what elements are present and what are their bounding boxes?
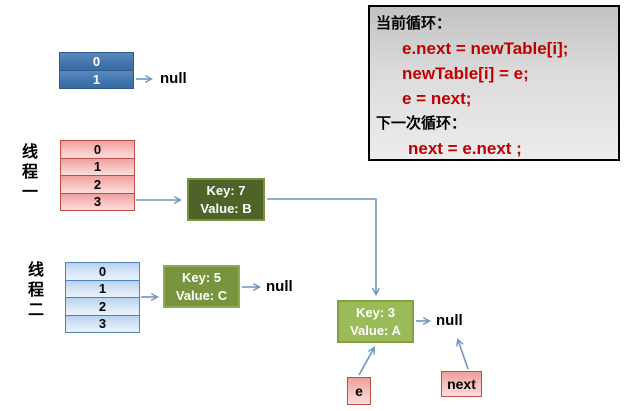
thread2-label: 线 程 二	[26, 261, 46, 321]
thread2-table-cell-1: 1	[65, 279, 140, 298]
code-line-newtable-assign: newTable[i] = e;	[402, 64, 529, 83]
code-line-enext-assign: e.next = newTable[i];	[402, 39, 569, 58]
thread2-table-cell-2: 2	[65, 297, 140, 316]
node-key7-key: Key: 7	[206, 182, 246, 198]
top-table: 0 1	[59, 52, 134, 89]
null-label-after-key3: null	[436, 312, 463, 329]
thread2-table: 0 1 2 3	[65, 262, 140, 333]
node-key3-key: Key: 3	[355, 304, 396, 320]
thread2-table-cell-3: 3	[65, 314, 140, 333]
code-line-current-loop-header: 当前循环：	[376, 15, 452, 32]
node-key3-value: Value: A	[350, 322, 401, 338]
thread1-table-cell-0: 0	[60, 140, 135, 159]
code-line-next-loop-header: 下一次循环：	[376, 115, 467, 132]
thread2-label-char-1: 线	[27, 262, 44, 279]
node-key3: Key: 3 Value: A	[337, 300, 414, 343]
null-label-after-key5: null	[266, 278, 293, 295]
thread2-label-char-2: 程	[27, 282, 44, 299]
code-line-next-assign: next = e.next ;	[408, 139, 522, 158]
thread1-table-cell-1: 1	[60, 157, 135, 176]
thread1-table: 0 1 2 3	[60, 140, 135, 211]
arrow-next-to-null	[458, 340, 469, 370]
thread1-label-char-1: 线	[21, 144, 38, 161]
node-key5-key: Key: 5	[181, 269, 222, 285]
thread1-label-char-3: 一	[21, 184, 38, 201]
pointer-next-box: next	[441, 371, 482, 397]
thread2-label-char-3: 二	[27, 302, 44, 319]
pointer-e-box: e	[347, 377, 371, 405]
code-line-e-assign: e = next;	[402, 89, 472, 108]
thread1-label-char-2: 程	[21, 164, 38, 181]
node-key7-value: Value: B	[200, 200, 252, 216]
node-key5: Key: 5 Value: C	[163, 265, 240, 308]
thread1-table-cell-2: 2	[60, 175, 135, 194]
node-key7: Key: 7 Value: B	[187, 178, 265, 221]
node-key5-value: Value: C	[175, 287, 228, 303]
thread1-label: 线 程 一	[20, 143, 40, 203]
code-box: 当前循环： e.next = newTable[i]; newTable[i] …	[368, 5, 620, 161]
thread1-table-cell-3: 3	[60, 192, 135, 211]
top-table-cell-0: 0	[59, 52, 134, 71]
thread2-table-cell-0: 0	[65, 262, 140, 281]
arrow-e-to-key3	[358, 348, 374, 376]
null-label-top: null	[160, 70, 187, 87]
top-table-cell-1: 1	[59, 70, 134, 89]
